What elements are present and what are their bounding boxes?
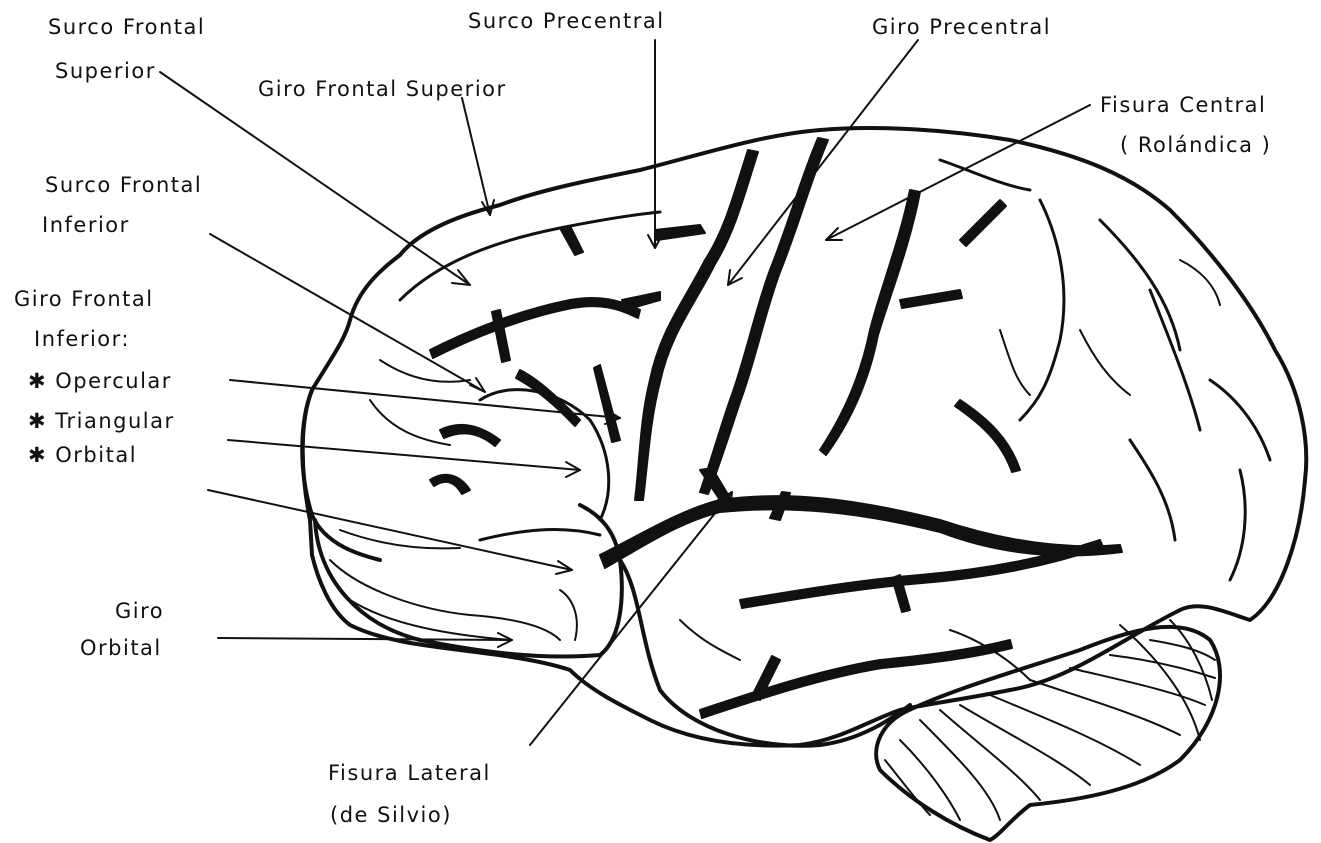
label-triangular: ✱ Triangular	[28, 409, 175, 433]
label-orbital: ✱ Orbital	[28, 443, 137, 467]
frontal-pole-contour	[302, 390, 380, 560]
leader-orbital	[208, 490, 572, 570]
label-giro-orbital-line2: Orbital	[80, 636, 162, 660]
label-giro-frontal-inferior-line2: Inferior:	[34, 327, 130, 351]
hemisphere-outline	[303, 128, 1307, 746]
label-fisura-lateral-line1: Fisura Lateral	[328, 761, 491, 785]
leader-fisura-central	[826, 105, 1090, 240]
leader-triangular	[228, 440, 580, 470]
cerebellum-folia	[885, 620, 1215, 820]
label-fisura-central-line2: ( Rolándica )	[1120, 133, 1271, 157]
label-giro-orbital-line1: Giro	[115, 599, 164, 623]
inferior-frontal-sulcus	[430, 298, 640, 358]
label-surco-frontal-inferior-line1: Surco Frontal	[45, 173, 202, 197]
inferior-temporal-sulcus	[700, 640, 1012, 718]
precentral-sulcus	[635, 150, 758, 500]
label-surco-frontal-inferior-line2: Inferior	[42, 213, 130, 237]
leader-surco-frontal-inferior	[210, 234, 485, 392]
brain-illustration	[302, 128, 1306, 840]
leader-giro-frontal-superior	[462, 98, 490, 215]
leader-surco-frontal-superior	[160, 72, 470, 285]
leader-giro-precentral	[728, 40, 918, 285]
leader-giro-orbital	[218, 638, 512, 640]
label-surco-frontal-superior-line1: Surco Frontal	[48, 15, 205, 39]
label-opercular: ✱ Opercular	[28, 369, 172, 393]
label-giro-frontal-superior: Giro Frontal Superior	[258, 77, 507, 101]
label-giro-precentral: Giro Precentral	[872, 15, 1051, 39]
leader-lines	[160, 40, 1090, 745]
label-surco-precentral: Surco Precentral	[468, 9, 665, 33]
label-fisura-central-line1: Fisura Central	[1100, 93, 1266, 117]
label-surco-frontal-superior-line2: Superior	[55, 59, 156, 83]
label-giro-frontal-inferior-line1: Giro Frontal	[14, 287, 154, 311]
label-fisura-lateral-line2: (de Silvio)	[330, 803, 452, 827]
central-fissure	[700, 138, 828, 494]
